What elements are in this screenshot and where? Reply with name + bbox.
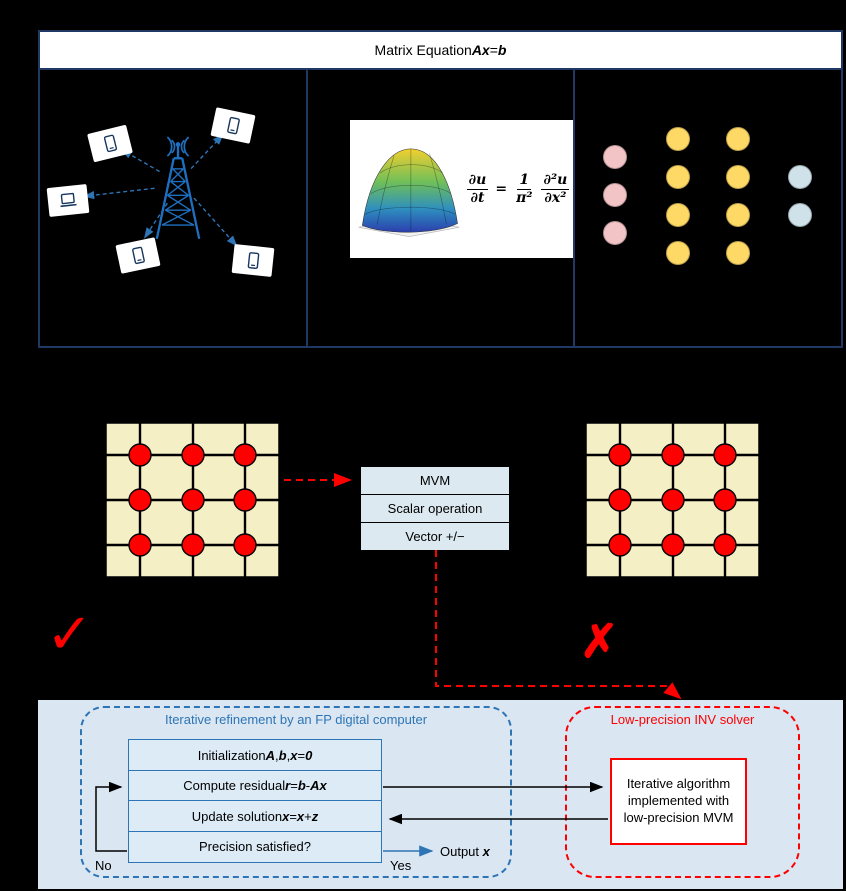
nn-hidden-column bbox=[666, 127, 691, 265]
flow-box-initialization: Initialization A, b, x = 0 bbox=[128, 739, 382, 771]
flow-box-precision-check: Precision satisfied? bbox=[128, 830, 382, 863]
crossbar-array-left bbox=[105, 422, 280, 578]
pde-lhs-fraction: ∂u∂t bbox=[466, 171, 489, 206]
output-label: Output x bbox=[440, 844, 490, 859]
check-icon: ✓ bbox=[46, 602, 93, 665]
op-mvm: MVM bbox=[419, 473, 451, 488]
yes-label: Yes bbox=[390, 858, 412, 873]
nn-node bbox=[726, 241, 751, 265]
fp-group-label: Iterative refinement by an FP digital co… bbox=[164, 712, 428, 727]
crossbar-array-right bbox=[585, 422, 783, 578]
nn-hidden-column bbox=[726, 127, 751, 265]
device-icon bbox=[115, 237, 161, 274]
nn-node bbox=[603, 183, 628, 207]
cross-icon: ✗ bbox=[580, 615, 619, 667]
nn-node bbox=[788, 165, 813, 189]
nn-output-column bbox=[788, 165, 813, 227]
nn-node bbox=[726, 127, 751, 151]
nn-node bbox=[666, 241, 691, 265]
neural-network-panel bbox=[573, 70, 842, 346]
op-scalar: Scalar operation bbox=[361, 494, 509, 522]
phone-icon bbox=[132, 246, 145, 264]
nn-node bbox=[603, 145, 628, 169]
nn-input-column bbox=[603, 145, 628, 245]
nn-node bbox=[726, 203, 751, 227]
laptop-icon bbox=[60, 192, 77, 207]
phone-icon bbox=[227, 116, 240, 134]
matrix-equation-title: Matrix Equation Ax = b bbox=[40, 32, 841, 70]
inv-group-label: Low-precision INV solver bbox=[610, 712, 755, 727]
pde-equals: = bbox=[495, 181, 508, 197]
flow-box-update-solution: Update solution x = x + z bbox=[128, 800, 382, 832]
cell-tower-icon bbox=[155, 136, 201, 240]
nn-node bbox=[788, 203, 813, 227]
device-icon bbox=[210, 107, 256, 144]
nn-node bbox=[603, 221, 628, 245]
device-icon bbox=[46, 183, 90, 218]
device-icon bbox=[87, 124, 133, 163]
wireless-panel bbox=[40, 70, 306, 346]
nn-node bbox=[726, 165, 751, 189]
analog-ops-box: MVM Scalar operation Vector +/− bbox=[360, 466, 510, 551]
low-precision-solver-box: Iterative algorithm implemented with low… bbox=[610, 758, 747, 845]
inv-solver-group bbox=[565, 706, 800, 878]
phone-icon bbox=[247, 251, 260, 269]
fp-digital-computer-group bbox=[80, 706, 512, 878]
flow-box-compute-residual: Compute residual r = b - Ax bbox=[128, 769, 382, 802]
nn-node bbox=[666, 203, 691, 227]
pde-rhs-fraction: ∂²u∂x² bbox=[541, 171, 570, 206]
op-vector: Vector +/− bbox=[361, 522, 509, 550]
phone-icon bbox=[103, 134, 117, 152]
device-icon bbox=[231, 243, 275, 278]
refinement-flowchart: Initialization A, b, x = 0 Compute resid… bbox=[128, 739, 382, 863]
matrix-equation-box: Matrix Equation Ax = b bbox=[38, 30, 843, 348]
no-label: No bbox=[95, 858, 112, 873]
transistor-icon bbox=[760, 436, 783, 564]
iterative-refinement-panel: Iterative refinement by an FP digital co… bbox=[38, 700, 843, 889]
surface-plot bbox=[358, 148, 460, 237]
nn-node bbox=[666, 165, 691, 189]
nn-node bbox=[666, 127, 691, 151]
